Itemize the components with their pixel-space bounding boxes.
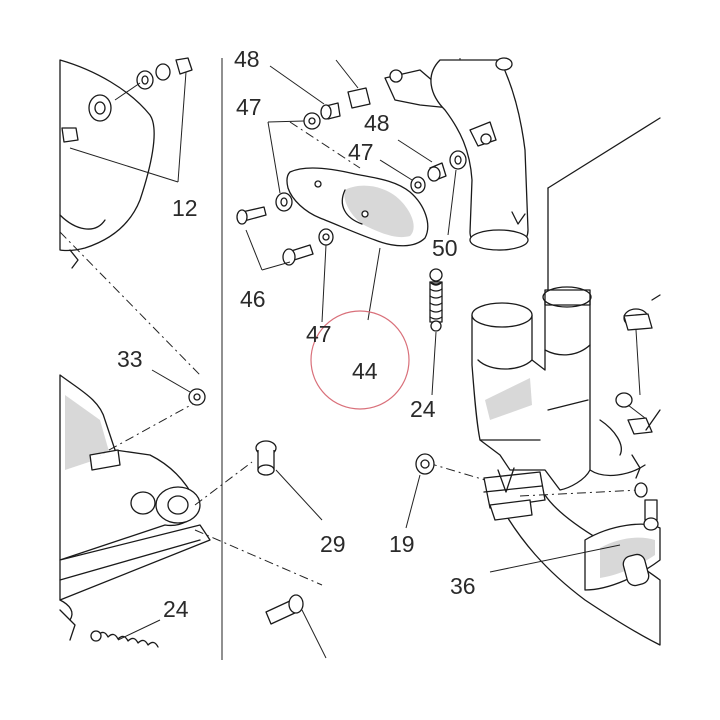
footrest-bracket	[59, 374, 211, 641]
heat-shield-44	[286, 167, 429, 247]
screw-46-lower	[282, 244, 314, 266]
label-33: 33	[117, 346, 143, 372]
frame-bracket-top-left	[59, 59, 155, 269]
bolt-12	[136, 57, 193, 90]
right-clips	[615, 294, 661, 479]
washer-47-b	[303, 112, 321, 130]
nut-19	[415, 453, 435, 475]
label-44: 44	[352, 358, 378, 384]
label-36: 36	[450, 573, 476, 599]
screw-46-upper	[236, 206, 267, 225]
exhaust-collector	[471, 286, 592, 491]
exhaust-pipe-right-upper	[495, 57, 661, 291]
exhaust-lower-sweep	[499, 419, 661, 646]
washer-50	[449, 150, 467, 170]
highlight-circle-44	[310, 310, 410, 410]
spring-24-lower	[90, 630, 159, 648]
label-50: 50	[432, 235, 458, 261]
label-12: 12	[172, 195, 198, 221]
label-29: 29	[320, 531, 346, 557]
label-48-right: 48	[364, 110, 390, 136]
washer-47-d	[318, 228, 334, 246]
bolt-48-right	[427, 162, 447, 182]
label-48-top: 48	[234, 46, 260, 72]
washer-47-c	[410, 176, 426, 194]
label-47-lower: 47	[306, 321, 332, 347]
label-24-center: 24	[410, 396, 436, 422]
label-19: 19	[389, 531, 415, 557]
label-24-lower: 24	[163, 596, 189, 622]
washer-47-a	[275, 192, 293, 212]
label-47-center: 47	[348, 139, 374, 165]
exhaust-clamp	[483, 467, 546, 521]
label-47-upper-left: 47	[236, 94, 262, 120]
bolt-lower-center	[265, 594, 304, 625]
grommet-29	[255, 440, 277, 476]
bolt-36	[634, 482, 659, 531]
bolt-48-upper	[320, 102, 341, 120]
spring-24-upper	[429, 268, 443, 332]
exhaust-header-upper	[430, 59, 529, 251]
label-46: 46	[240, 286, 266, 312]
